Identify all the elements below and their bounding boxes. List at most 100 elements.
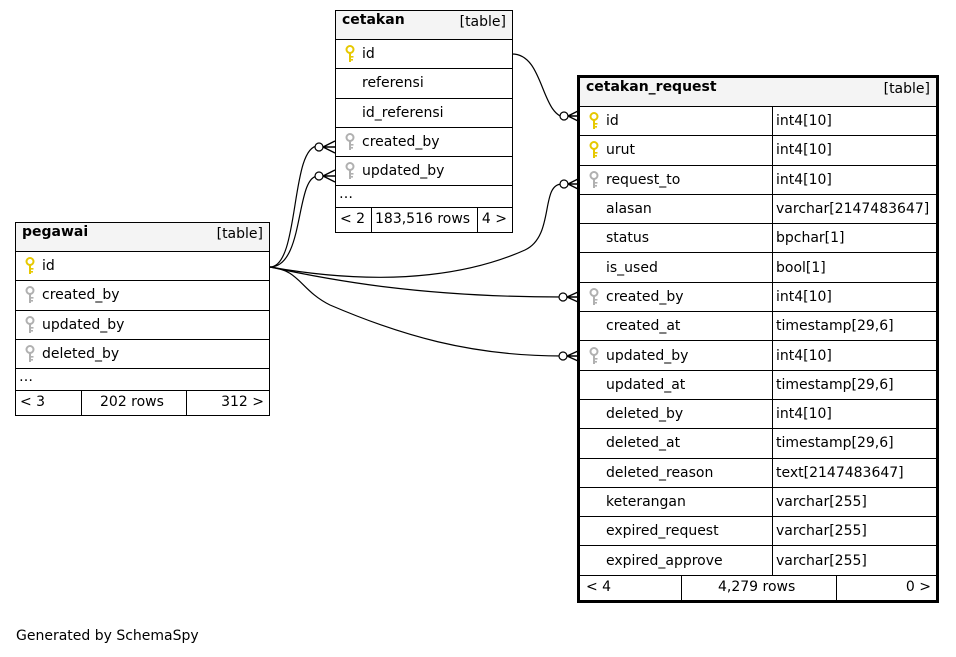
column-datatype: varchar[255] <box>772 487 936 517</box>
column-name: request_to <box>606 171 681 188</box>
column-row[interactable]: created_by <box>16 281 269 311</box>
column-name-cell: request_to <box>580 166 772 194</box>
children-link[interactable]: 312 > <box>221 394 264 411</box>
column-name: created_at <box>606 318 681 335</box>
children-link[interactable]: 0 > <box>905 578 931 595</box>
edge-end-circle <box>558 351 568 361</box>
more-columns-ellipsis[interactable]: … <box>336 186 512 209</box>
column-name-cell: updated_by <box>336 157 512 185</box>
foreign-key-icon <box>20 286 40 304</box>
column-name-cell: referensi <box>336 69 512 97</box>
column-row[interactable]: updated_by <box>336 157 512 187</box>
parents-link[interactable]: < 4 <box>586 578 612 595</box>
edge-end-circle <box>314 142 324 152</box>
edge-pegawai-cr-created_by <box>269 266 563 298</box>
column-name-cell: id_referensi <box>336 99 512 127</box>
column-row[interactable]: updated_at timestamp[29,6] <box>580 370 936 400</box>
column-row[interactable]: updated_by <box>16 311 269 340</box>
column-name-cell: created_by <box>336 128 512 156</box>
more-columns-ellipsis[interactable]: … <box>16 369 269 392</box>
edge-cetakan-cetakan_request <box>511 53 569 119</box>
column-name-cell: updated_at <box>580 371 772 399</box>
edge-end-circle <box>559 111 569 121</box>
column-name: is_used <box>606 259 658 276</box>
column-name-cell: created_by <box>16 281 269 309</box>
column-name-cell: deleted_reason <box>580 459 772 487</box>
column-name: updated_at <box>606 376 686 393</box>
column-row[interactable]: deleted_by <box>16 340 269 370</box>
footer-divider <box>681 575 682 600</box>
column-name-cell: urut <box>580 136 772 164</box>
footer-divider <box>81 391 82 416</box>
column-name: deleted_reason <box>606 464 714 481</box>
column-name-cell: id <box>580 107 772 135</box>
column-name-cell: status <box>580 224 772 252</box>
column-name-cell: id <box>16 252 269 280</box>
foreign-key-icon <box>584 287 604 306</box>
row-count: 4,279 rows <box>718 578 796 595</box>
table-footer: < 2 183,516 rows 4 > <box>336 208 512 233</box>
column-name-cell: expired_approve <box>580 546 772 574</box>
column-name-cell: updated_by <box>16 311 269 339</box>
column-name: deleted_at <box>606 435 681 452</box>
children-link[interactable]: 4 > <box>481 211 507 228</box>
table-header: cetakan [table] <box>336 11 512 40</box>
foreign-key-icon <box>20 315 40 334</box>
column-row[interactable]: id <box>16 252 269 282</box>
column-name: deleted_by <box>606 406 684 423</box>
column-name-cell: alasan <box>580 195 772 223</box>
column-name: updated_by <box>362 163 445 180</box>
footer-divider <box>186 391 187 416</box>
column-name-cell: deleted_by <box>580 400 772 428</box>
column-row[interactable]: id <box>336 40 512 70</box>
column-name-cell: created_at <box>580 312 772 340</box>
parents-link[interactable]: < 3 <box>20 394 46 411</box>
footer-divider <box>836 575 837 600</box>
column-row[interactable]: created_by <box>336 128 512 158</box>
row-count: 183,516 rows <box>375 211 471 228</box>
parents-link[interactable]: < 2 <box>340 211 366 228</box>
column-name-cell: updated_by <box>580 341 772 369</box>
foreign-key-icon <box>340 162 360 180</box>
column-name: referensi <box>362 75 424 92</box>
table-name[interactable]: pegawai <box>22 224 89 240</box>
column-name: id_referensi <box>362 104 444 121</box>
primary-key-icon <box>584 141 604 159</box>
table-header: pegawai [table] <box>16 223 269 252</box>
table-name[interactable]: cetakan <box>342 12 405 28</box>
edge-end-circle <box>559 179 569 189</box>
column-row[interactable]: referensi <box>336 69 512 99</box>
column-datatype: int4[10] <box>772 399 936 429</box>
column-name: expired_approve <box>606 552 723 569</box>
column-row[interactable]: deleted_by int4[10] <box>580 399 936 430</box>
edge-pegawai-cetakan-updated_by <box>269 175 319 268</box>
column-name-cell: id <box>336 40 512 68</box>
crows-foot <box>322 140 336 154</box>
column-name: urut <box>606 142 635 159</box>
table-name[interactable]: cetakan_request <box>586 79 717 95</box>
column-name-cell: created_by <box>580 283 772 311</box>
column-row[interactable]: id_referensi <box>336 99 512 128</box>
column-datatype: timestamp[29,6] <box>772 370 936 399</box>
column-row[interactable]: expired_request varchar[255] <box>580 517 936 547</box>
edge-end-circle <box>314 171 324 181</box>
column-name: expired_request <box>606 523 719 540</box>
edge-pegawai-cetakan-created_by <box>269 145 319 268</box>
column-datatype: varchar[255] <box>772 517 936 546</box>
